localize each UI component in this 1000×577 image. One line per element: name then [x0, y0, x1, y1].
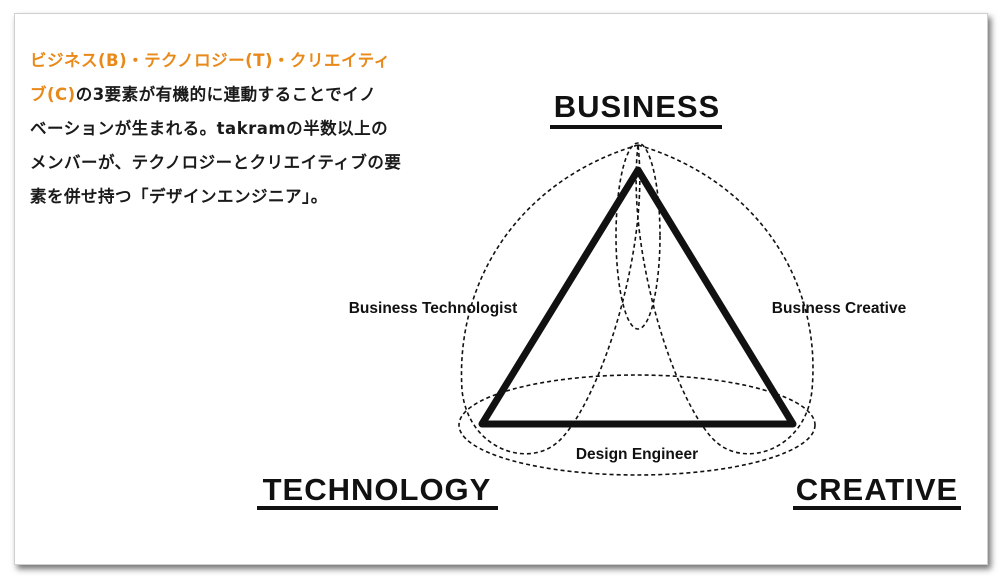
- intro-text-2: の3要素が有機的に連動することでイノ: [75, 85, 377, 104]
- underline-technology: [257, 506, 498, 510]
- intro-line-2: ブ(C)の3要素が有機的に連動することでイノ: [30, 78, 450, 112]
- label-business: BUSINESS: [554, 89, 720, 124]
- label-business-creative: Business Creative: [772, 300, 907, 317]
- intro-line-5: 素を併せ持つ「デザインエンジニア」。: [30, 187, 328, 206]
- intro-line-4: メンバーが、テクノロジーとクリエイティブの要: [30, 153, 402, 172]
- business-ellipse: [615, 142, 661, 330]
- slide-card: [14, 13, 988, 565]
- intro-line-3: ベーションが生まれる。takramの半数以上の: [30, 119, 389, 138]
- intro-paragraph: ビジネス(B)・テクノロジー(T)・クリエイティ ブ(C)の3要素が有機的に連動…: [30, 44, 450, 214]
- underline-business: [550, 125, 722, 129]
- intro-line-1: ビジネス(B)・テクノロジー(T)・クリエイティ: [30, 44, 450, 78]
- label-creative: CREATIVE: [796, 472, 958, 507]
- business-technology-overlap: [460, 143, 641, 455]
- intro-accent-2: ブ(C): [30, 85, 76, 104]
- technology-ellipse: [458, 374, 816, 476]
- label-design-engineer: Design Engineer: [576, 446, 698, 463]
- label-business-technologist: Business Technologist: [349, 300, 518, 317]
- label-technology: TECHNOLOGY: [263, 472, 492, 507]
- business-creative-overlap: [635, 143, 814, 455]
- btc-triangle: [478, 166, 797, 428]
- underline-creative: [793, 506, 961, 510]
- intro-accent-1: ビジネス(B)・テクノロジー(T)・クリエイティ: [30, 51, 391, 70]
